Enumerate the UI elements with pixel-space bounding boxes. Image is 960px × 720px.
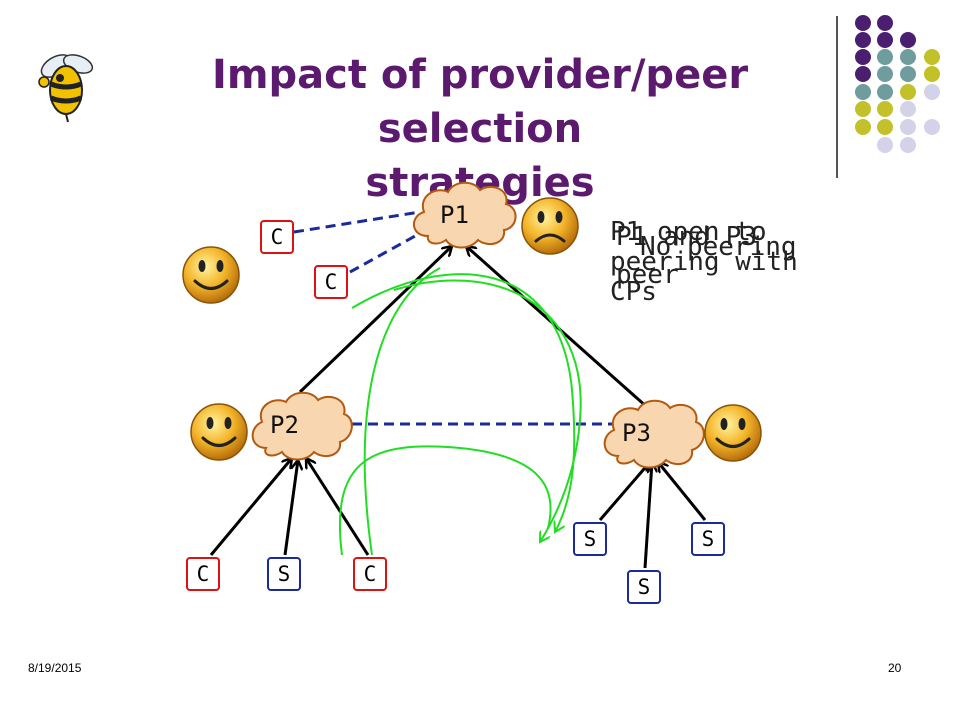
- node-label-p3: P3: [622, 419, 651, 447]
- client-box: C: [353, 557, 387, 591]
- node-label-p1: P1: [440, 201, 469, 229]
- smiley-icon: [190, 403, 248, 461]
- server-box: S: [691, 522, 725, 556]
- title-line-1: Impact of provider/peer selection: [211, 52, 749, 152]
- client-box: C: [260, 220, 294, 254]
- annotation-line: P1 and P3: [616, 222, 757, 252]
- server-box: S: [267, 557, 301, 591]
- cloud-p3: [603, 399, 705, 469]
- divider-line: [836, 16, 838, 178]
- smiley-icon: [704, 404, 762, 462]
- node-label-p2: P2: [270, 411, 299, 439]
- annotation-p1-open: P1 open to peering with CPs: [610, 217, 798, 307]
- server-box: S: [573, 522, 607, 556]
- bee-mascot-icon: [38, 54, 94, 123]
- annotation-no-peering: No peering: [640, 232, 797, 262]
- annotation-line: CPs: [610, 277, 657, 307]
- frown-icon: [521, 197, 579, 255]
- slide-title: Impact of provider/peer selection strate…: [110, 48, 850, 210]
- slide-date: 8/19/2015: [28, 661, 82, 675]
- smiley-icon: [182, 246, 240, 304]
- annotation-p1-p3-peer: P1 and P3 peer: [616, 222, 757, 290]
- annotation-line: peer: [616, 260, 679, 290]
- annotation-line: P1 open to: [610, 217, 767, 247]
- server-box: S: [627, 570, 661, 604]
- annotation-line: peering with: [610, 247, 798, 277]
- slide-number: 20: [888, 661, 902, 675]
- decorative-dot-grid: [855, 15, 940, 153]
- cloud-p2: [251, 391, 353, 461]
- cloud-p1: [413, 181, 517, 249]
- client-box: C: [314, 265, 348, 299]
- client-box: C: [186, 557, 220, 591]
